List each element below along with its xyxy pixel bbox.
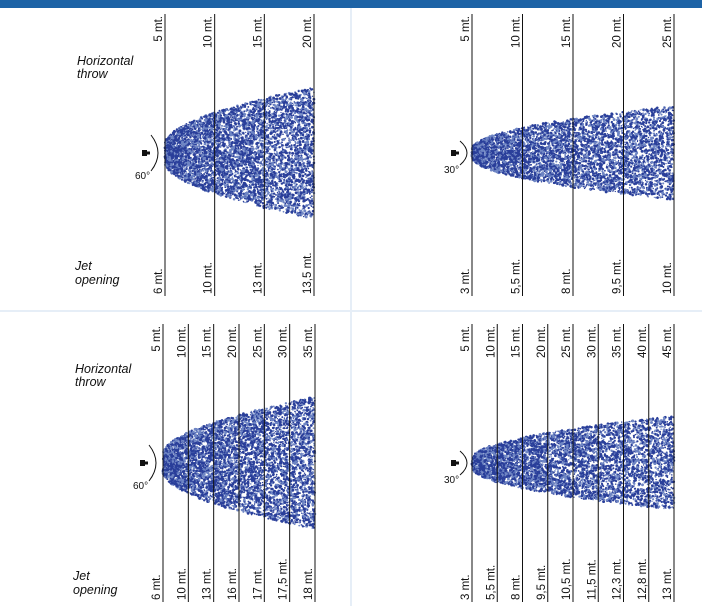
throw-label: 35 mt. <box>303 326 315 358</box>
throw-label: 25 mt. <box>252 326 264 358</box>
throw-label: 35 mt. <box>612 326 624 358</box>
opening-label: 10 mt. <box>176 568 188 600</box>
angle-label: 60° <box>135 171 150 182</box>
opening-label: 8 mt. <box>561 268 573 294</box>
throw-label: 30 mt. <box>586 326 598 358</box>
throw-label: 25 mt. <box>662 16 674 48</box>
panel-p2: 5 mt. 3 mt. 10 mt. 5,5 mt. 15 mt. 8 mt. 20 mt.… <box>444 14 676 296</box>
opening-label: 10 mt. <box>203 262 215 294</box>
opening-label: 16 mt. <box>227 568 239 600</box>
opening-label: 6 mt. <box>153 268 165 294</box>
nozzle-icon <box>451 150 459 156</box>
angle-arc <box>150 134 159 172</box>
opening-label: 12,3 mt. <box>612 558 624 600</box>
throw-label: 20 mt. <box>612 16 624 48</box>
throw-label: 15 mt. <box>252 16 264 48</box>
angle-arc <box>459 140 468 166</box>
throw-label: 5 mt. <box>151 326 163 352</box>
throw-label: 40 mt. <box>637 326 649 358</box>
throw-label: 20 mt. <box>227 326 239 358</box>
opening-label: 13 mt. <box>662 568 674 600</box>
throw-label: 5 mt. <box>153 16 165 42</box>
opening-label: 13 mt. <box>252 262 264 294</box>
opening-label: 9,5 mt. <box>612 259 624 294</box>
throw-label: 5 mt. <box>460 16 472 42</box>
throw-label: 10 mt. <box>176 326 188 358</box>
throw-label: 25 mt. <box>561 326 573 358</box>
column-divider <box>350 8 352 606</box>
angle-label: 30° <box>444 165 459 176</box>
throw-label: 15 mt. <box>202 326 214 358</box>
spray-cloud <box>470 415 676 510</box>
opening-label: 6 mt. <box>151 574 163 600</box>
throw-label: 10 mt. <box>485 326 497 358</box>
throw-label: 45 mt. <box>662 326 674 358</box>
opening-label: 18 mt. <box>303 568 315 600</box>
opening-label: 8 mt. <box>511 574 523 600</box>
throw-label: 10 mt. <box>203 16 215 48</box>
angle-label: 30° <box>444 475 459 486</box>
opening-label: 5,5 mt. <box>485 565 497 600</box>
throw-label: 10 mt. <box>511 16 523 48</box>
spray-cloud <box>163 87 316 219</box>
opening-label: 13,5 mt. <box>302 252 314 294</box>
angle-arc <box>148 444 157 482</box>
spray-cloud <box>161 396 317 529</box>
throw-label: 20 mt. <box>536 326 548 358</box>
nozzle-icon <box>140 460 148 466</box>
angle-label: 60° <box>133 481 148 492</box>
throw-label: 30 mt. <box>278 326 290 358</box>
panel-p1: 5 mt. 6 mt. 10 mt. 10 mt. 15 mt. 13 mt. 20 mt.… <box>74 14 316 296</box>
throw-label: 15 mt. <box>511 326 523 358</box>
opening-label: 12,8 mt. <box>637 558 649 600</box>
opening-label: 5,5 mt. <box>511 259 523 294</box>
opening-label: 9,5 mt. <box>536 565 548 600</box>
opening-label: 11,5 mt. <box>586 559 598 600</box>
throw-label: 15 mt. <box>561 16 573 48</box>
nozzle-icon <box>451 460 459 466</box>
header-bar <box>0 0 702 8</box>
panel-p3: 5 mt. 6 mt. 10 mt. 10 mt. 15 mt. 13 mt. 20 mt.… <box>72 324 317 602</box>
spray-cloud <box>470 106 676 201</box>
opening-label: 3 mt. <box>460 574 472 600</box>
opening-label: 3 mt. <box>460 268 472 294</box>
panel-p4: 5 mt. 3 mt. 10 mt. 5,5 mt. 15 mt. 8 mt. 20 mt.… <box>444 324 676 602</box>
opening-label: 13 mt. <box>202 568 214 600</box>
throw-label: 5 mt. <box>460 326 472 352</box>
opening-label: 17 mt. <box>252 568 264 600</box>
angle-arc <box>459 450 468 476</box>
opening-label: 17,5 mt. <box>278 558 290 600</box>
opening-label: 10,5 mt. <box>561 558 573 600</box>
throw-label: 20 mt. <box>302 16 314 48</box>
nozzle-icon <box>142 150 150 156</box>
opening-label: 10 mt. <box>662 262 674 294</box>
